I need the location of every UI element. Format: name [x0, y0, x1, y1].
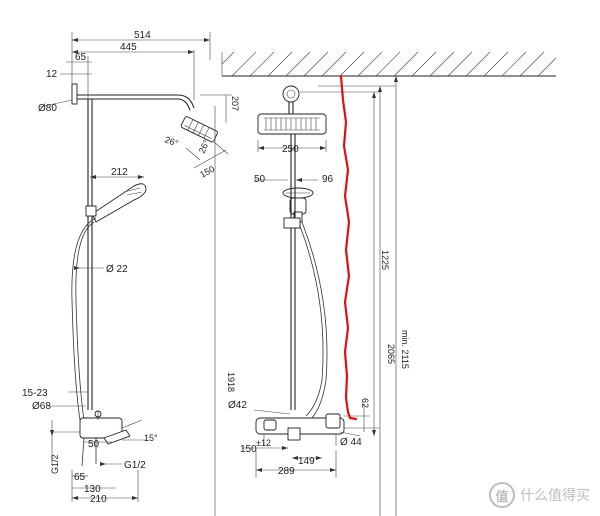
left-side-view: 514 445 65 12 Ø80 207	[22, 30, 240, 516]
dim-210: 210	[90, 494, 107, 505]
dim-149: 149	[298, 456, 315, 467]
watermark-logo-icon: 值	[489, 482, 515, 508]
dim-g12-right: G1/2	[124, 460, 146, 471]
dim-tolerance: ±12	[256, 438, 271, 448]
red-annotation-line	[339, 74, 358, 421]
watermark: 值 什么值得买	[489, 482, 590, 508]
dim-26-a: 26°	[163, 134, 180, 148]
dim-d22: Ø 22	[106, 264, 128, 275]
dim-50-left: 50	[88, 439, 100, 450]
dim-d68: Ø68	[32, 401, 51, 412]
dim-150-right: 150	[240, 444, 257, 455]
dim-d44: Ø 44	[340, 437, 362, 448]
dim-445: 445	[120, 42, 137, 53]
watermark-text: 什么值得买	[520, 488, 590, 504]
dim-g12-left: G1/2	[50, 454, 60, 474]
dim-212: 212	[111, 167, 128, 178]
dim-62: 62	[360, 398, 370, 408]
dim-15-23: 15-23	[22, 388, 48, 399]
dim-d42: Ø42	[228, 400, 247, 411]
dim-65-top: 65	[75, 52, 87, 63]
dim-150: 150	[198, 164, 216, 180]
dim-1225: 1225	[380, 250, 390, 270]
dim-1918: 1918	[226, 372, 236, 392]
dim-15deg: 15°	[144, 433, 158, 443]
right-front-view: 250 50 96 Ø42 62	[221, 51, 557, 516]
dim-514: 514	[134, 30, 151, 41]
dim-289: 289	[278, 466, 295, 477]
dim-65-bottom: 65	[74, 472, 86, 483]
dim-96: 96	[322, 174, 334, 185]
dim-50-right: 50	[254, 174, 266, 185]
dim-min-2115: min. 2115	[400, 330, 410, 369]
dim-d80: Ø80	[38, 103, 57, 114]
dim-207: 207	[230, 96, 240, 111]
dim-2065: 2065	[386, 344, 396, 364]
dim-130: 130	[84, 484, 101, 495]
dim-12: 12	[46, 69, 58, 80]
